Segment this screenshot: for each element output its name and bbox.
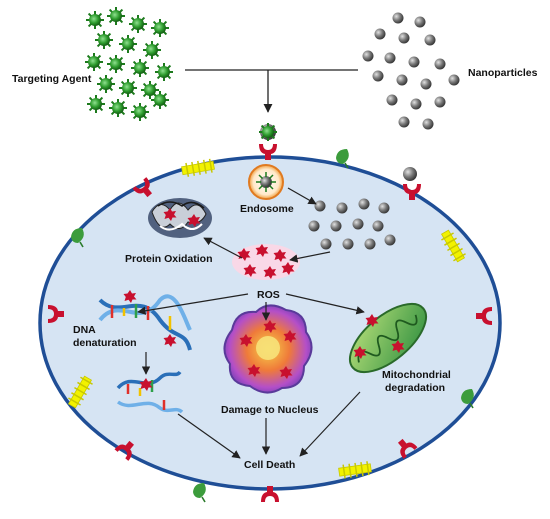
arrow-ros-to-dna [137,293,249,315]
targeting-agent-label: Targeting Agent [12,73,92,85]
conjugate-on-receptor-right [403,167,421,200]
dna-helix [98,290,192,351]
arrow-ros-to-mito [285,293,365,315]
protein-oxidation-label: Protein Oxidation [125,253,213,265]
ros-cluster [232,244,300,280]
arrow-np-to-ros [289,251,331,263]
mitochondrion [349,302,427,374]
endosome-label: Endosome [240,203,294,215]
damage-nucleus-label: Damage to Nucleus [221,404,319,416]
arrow-dna-to-death [177,413,241,459]
damaged-nucleus [223,304,313,394]
pathway-arrows [137,187,365,459]
dna-label-line2: denaturation [73,337,137,349]
cell-death-label: Cell Death [244,459,295,471]
targeting-agent-cluster [84,6,174,122]
conjugate-on-receptor [258,122,278,160]
denatured-dna [116,370,184,414]
mito-label-line1: Mitochondrial [382,369,451,381]
arrow-endosome-to-np [287,187,317,205]
endosome [248,164,284,200]
combine-connector [185,69,358,113]
arrow-mito-to-death [299,391,361,457]
mito-label-line2: degradation [385,382,445,394]
arrow-ros-to-protein [203,237,243,259]
dna-label-line1: DNA [73,324,96,336]
ros-label: ROS [257,289,280,301]
protein-structure [148,198,212,238]
nanoparticles-label: Nanoparticles [468,67,538,79]
nanoparticle-cluster [362,12,460,130]
